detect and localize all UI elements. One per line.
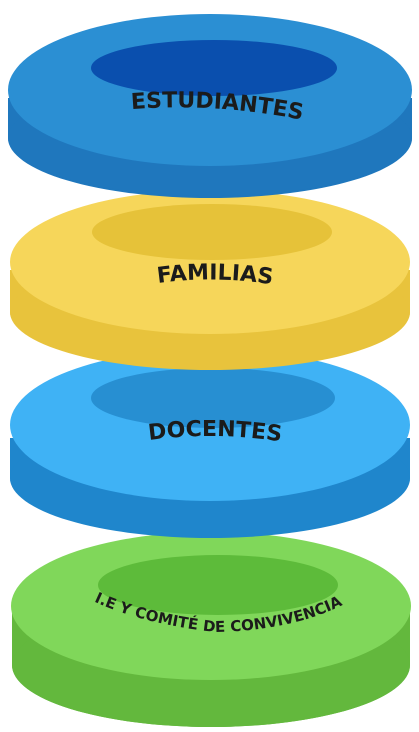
ring-ie-comite: I.E Y COMITÉ DE CONVIVENCIA (11, 532, 411, 727)
ring-familias-hole (92, 204, 332, 260)
ring-estudiantes-hole (91, 40, 337, 96)
ring-familias: FAMILIAS (10, 190, 410, 370)
ring-docentes-hole (91, 368, 335, 428)
ring-familias-label: FAMILIAS (156, 260, 275, 290)
ring-estudiantes: ESTUDIANTES (8, 14, 412, 198)
ring-ie-comite-hole (98, 555, 338, 615)
ring-docentes: DOCENTES (10, 349, 410, 538)
